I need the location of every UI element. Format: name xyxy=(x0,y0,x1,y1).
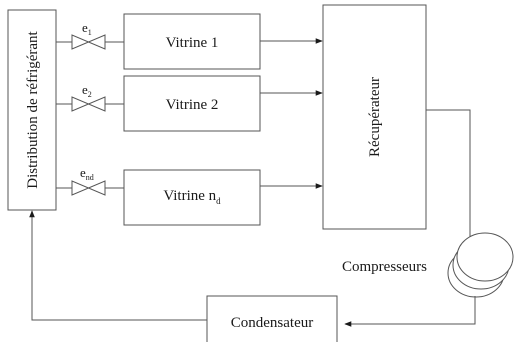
valve-2-icon xyxy=(71,96,106,112)
valve-nd-icon xyxy=(71,180,106,196)
showcase-1-label: Vitrine 1 xyxy=(166,35,219,51)
compressors-icon xyxy=(447,232,514,298)
valve-nd-label: end xyxy=(80,165,94,182)
recuperator-label: Récupérateur xyxy=(367,77,383,157)
distribution-box xyxy=(7,9,57,211)
pipe-compressors-condenser xyxy=(344,296,476,327)
compressors-label: Compresseurs xyxy=(342,259,427,275)
valve-1-label: e1 xyxy=(82,20,92,37)
condenser-label: Condensateur xyxy=(231,315,313,331)
condenser-box xyxy=(206,295,338,342)
valve-2-label: e2 xyxy=(82,82,92,99)
showcase-nd-label: Vitrine nd xyxy=(163,188,221,206)
recuperator-box xyxy=(322,4,427,230)
showcase-2-label: Vitrine 2 xyxy=(166,97,219,113)
showcase-2-box xyxy=(123,75,261,132)
pipe-recuperator-compressors xyxy=(426,109,471,240)
pipe-condenser-distribution xyxy=(29,210,207,321)
showcase-nd-box xyxy=(123,169,261,226)
distribution-label: Distribution de réfrigérant xyxy=(25,30,41,188)
valve-1-icon xyxy=(71,34,106,50)
